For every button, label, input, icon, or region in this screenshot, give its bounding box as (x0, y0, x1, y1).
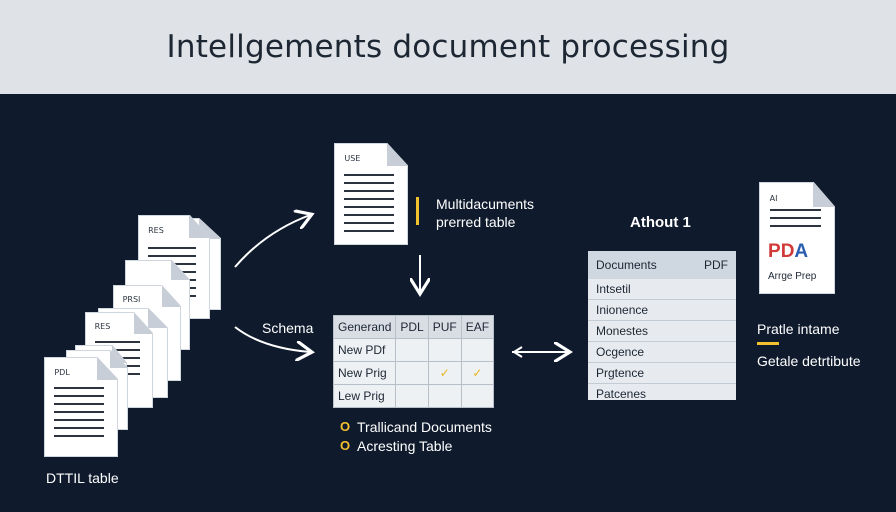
doc-label: RES (94, 322, 111, 332)
legend-marker-2: O (340, 438, 351, 453)
table-cell (460, 384, 495, 408)
right-caption-line2: Getale detrtibute (757, 353, 861, 369)
check-icon: ✓ (460, 361, 495, 385)
legend-item-2: Acresting Table (357, 438, 453, 454)
curved-arrow-down (234, 326, 310, 352)
left-stack-caption: DTTIL table (46, 470, 119, 486)
table-row: New Prig ✓ ✓ (332, 361, 495, 385)
curved-arrow-up (234, 215, 310, 268)
table-cell (395, 384, 429, 408)
table-cell: New Prig (332, 361, 397, 385)
list-item: Patcenes (596, 387, 647, 401)
table-header-row: Generand PDL PUF EAF (332, 315, 495, 339)
list-header-left: Documents (596, 258, 657, 272)
doc-label: PRSI (122, 295, 141, 305)
document-list-panel: Documents PDF Intsetil Inionence Moneste… (588, 251, 736, 401)
schema-table: Generand PDL PUF EAF New PDf New Prig ✓ … (332, 315, 495, 408)
legend-item-1: Trallicand Documents (357, 419, 492, 435)
doc-label: PDL (54, 367, 70, 377)
right-document-icon: AI PDA Arrge Prep (759, 182, 835, 294)
page-header: Intellgements document processing (0, 0, 896, 94)
table-cell: New PDf (332, 338, 397, 362)
table-cell (427, 384, 462, 408)
doc-label: RES (148, 226, 164, 236)
top-doc-caption-line1: Multidacuments (436, 196, 535, 212)
table-row: New PDf (332, 338, 495, 362)
right-caption-line1: Pratle intame (757, 321, 840, 337)
doc-label: USE (344, 154, 361, 163)
list-title: Athout 1 (630, 214, 691, 231)
table-header-cell: PDL (395, 315, 429, 339)
doc-subtext: Arrge Prep (768, 271, 817, 282)
list-item: Prgtence (588, 363, 736, 384)
doc-label: AI (769, 194, 778, 203)
list-item: Inionence (588, 300, 736, 321)
brand-logo: PDA (768, 241, 808, 263)
accent-bar (416, 197, 419, 225)
list-item: Monestes (588, 321, 736, 342)
accent-underline (757, 342, 779, 345)
list-header: Documents PDF (588, 251, 736, 279)
list-item: Ocgence (588, 342, 736, 363)
legend-marker-1: O (340, 419, 351, 434)
page-title: Intellgements document processing (166, 29, 730, 65)
table-header-cell: Generand (332, 315, 397, 339)
brand-letter: D (780, 241, 795, 262)
top-doc-caption-line2: prerred table (436, 214, 516, 230)
table-cell: Lew Prig (332, 384, 397, 408)
list-item: Intsetil (588, 279, 736, 300)
table-row: Lew Prig (332, 384, 495, 408)
list-header-right: PDF (704, 258, 728, 272)
schema-label: Schema (262, 320, 314, 336)
brand-letter: P (768, 241, 781, 262)
brand-letter: A (794, 241, 809, 262)
